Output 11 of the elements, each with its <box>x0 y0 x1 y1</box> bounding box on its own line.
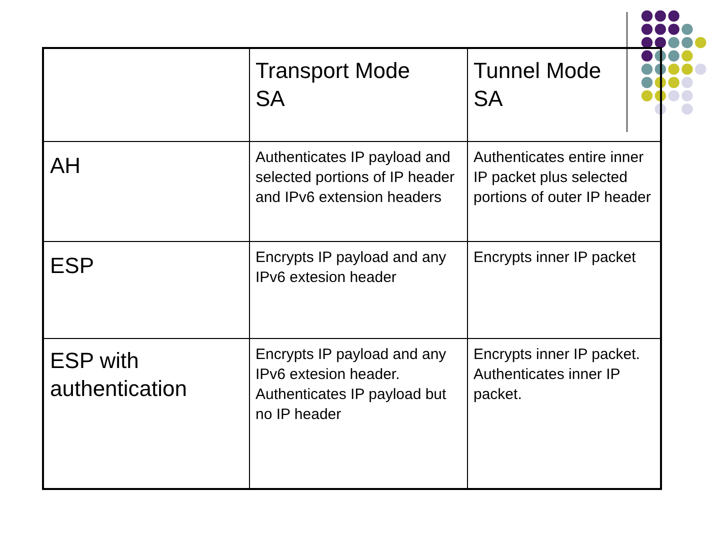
table-cell-text: Authenticates IP payload and selected portions of IP header and IPv6 extension headers <box>256 148 456 208</box>
row-header: ESP with authentication <box>50 346 188 402</box>
table-cell-text: Encrypts IP payload and any IPv6 extesion header. Authenticates IP payload but no IP header <box>256 344 448 424</box>
table-cell-text: Authenticates entire inner IP packet plus selected portions of outer IP header <box>474 148 652 208</box>
column-header: Tunnel Mode SA <box>474 57 602 113</box>
table-cell-text: Encrypts inner IP packet. Authenticates inner IP packet. <box>474 344 641 404</box>
table-cell-text: Encrypts inner IP packet <box>474 248 636 268</box>
table-cell-text: Encrypts IP payload and any IPv6 extesion header <box>256 248 448 288</box>
row-header: ESP <box>50 252 94 280</box>
row-header: AH <box>50 152 81 180</box>
column-header: Transport Mode SA <box>256 57 411 113</box>
